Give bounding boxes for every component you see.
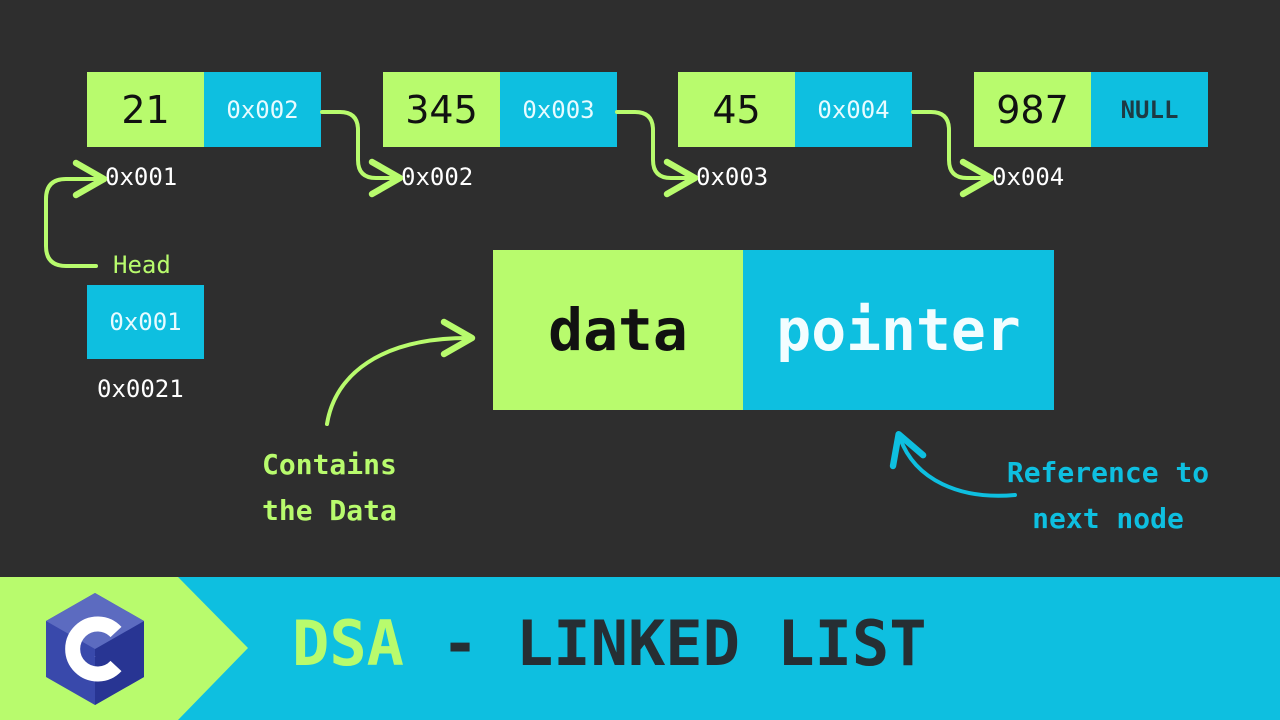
legend-data-cell: data xyxy=(493,250,743,410)
head-value-cell: 0x001 xyxy=(87,285,204,359)
node-data-cell: 21 xyxy=(87,72,204,147)
node-address: 0x002 xyxy=(401,163,474,191)
legend-pointer-cell: pointer xyxy=(743,250,1054,410)
banner-title-rest: - LINKED LIST xyxy=(441,607,927,680)
data-annotation: Contains the Data xyxy=(262,442,397,534)
pointer-annotation-line-1: Reference to xyxy=(1006,456,1210,489)
c-language-logo: C xyxy=(46,593,144,705)
head-address: 0x0021 xyxy=(97,375,184,403)
node-pointer-cell: 0x003 xyxy=(500,72,617,147)
node-address: 0x003 xyxy=(696,163,769,191)
node-data-cell: 987 xyxy=(974,72,1091,147)
title-banner: C DSA - LINKED LIST xyxy=(0,577,1280,720)
head-label: Head xyxy=(113,251,171,279)
banner-title: DSA - LINKED LIST xyxy=(292,607,927,680)
node-pointer-cell: 0x004 xyxy=(795,72,912,147)
data-annotation-line-1: Contains xyxy=(262,448,397,481)
node-pointer-cell-null: NULL xyxy=(1091,72,1208,147)
data-annotation-line-2: the Data xyxy=(262,494,397,527)
head-arrow xyxy=(44,159,108,268)
node-data-cell: 345 xyxy=(383,72,500,147)
node-address: 0x004 xyxy=(992,163,1065,191)
data-annotation-arrow xyxy=(325,318,476,426)
banner-title-accent: DSA xyxy=(292,607,404,680)
pointer-annotation: Reference to next node xyxy=(998,450,1218,542)
node-pointer-cell: 0x002 xyxy=(204,72,321,147)
pointer-annotation-line-2: next node xyxy=(1032,502,1184,535)
node-data-cell: 45 xyxy=(678,72,795,147)
c-logo-letter: C xyxy=(95,656,96,658)
node-address: 0x001 xyxy=(105,163,178,191)
